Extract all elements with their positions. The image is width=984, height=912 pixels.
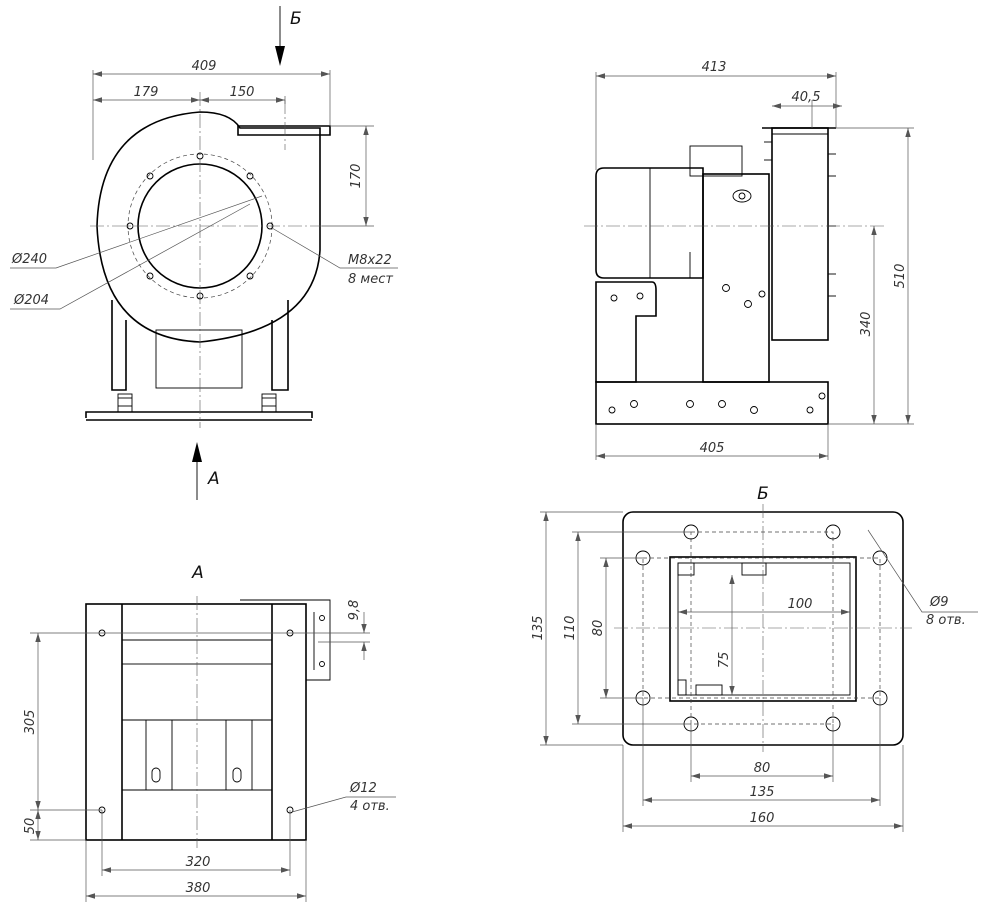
front-view: [10, 6, 398, 500]
dim-160: 160: [750, 811, 775, 826]
flange-holes: [635, 524, 888, 732]
dim-80-vertical: 80: [591, 620, 606, 637]
dim-409: 409: [192, 59, 217, 74]
dim-75: 75: [717, 652, 732, 669]
view-a-title: А: [191, 563, 204, 583]
dim-179: 179: [134, 85, 159, 100]
dim-100: 100: [788, 597, 813, 612]
view-b: [540, 504, 978, 832]
callout-m8x22: M8x22: [348, 253, 392, 268]
view-a: [30, 596, 396, 902]
arrow-a-icon: [192, 442, 202, 462]
dim-413: 413: [702, 60, 727, 75]
view-b-title: Б: [757, 484, 769, 504]
dim-510: 510: [893, 264, 908, 289]
callout-8-holes: 8 отв.: [926, 613, 966, 628]
arrow-b-icon: [275, 46, 285, 66]
dim-9-8: 9,8: [347, 600, 362, 621]
dim-135-vertical: 135: [531, 616, 546, 641]
dim-320: 320: [186, 855, 211, 870]
dim-110: 110: [563, 616, 578, 641]
dim-170: 170: [349, 164, 364, 189]
dim-305: 305: [23, 710, 38, 735]
callout-d204: Ø204: [13, 293, 49, 308]
callout-4-holes: 4 отв.: [350, 799, 390, 814]
dim-405: 405: [700, 441, 725, 456]
housing-bolts: [764, 141, 836, 297]
arrow-b-label: Б: [290, 9, 302, 29]
callout-d9: Ø9: [929, 595, 949, 610]
callout-d240: Ø240: [11, 252, 47, 267]
dim-50: 50: [23, 818, 38, 835]
dim-135-horizontal: 135: [750, 785, 775, 800]
dim-380: 380: [186, 881, 211, 896]
dim-150: 150: [230, 85, 255, 100]
callout-8-places: 8 мест: [348, 272, 393, 287]
dim-340: 340: [859, 312, 874, 337]
arrow-a-label: А: [207, 469, 220, 489]
side-view: [584, 72, 914, 460]
callout-d12: Ø12: [349, 781, 377, 796]
dim-80-horizontal: 80: [754, 761, 771, 776]
dim-40-5: 40,5: [792, 90, 821, 105]
